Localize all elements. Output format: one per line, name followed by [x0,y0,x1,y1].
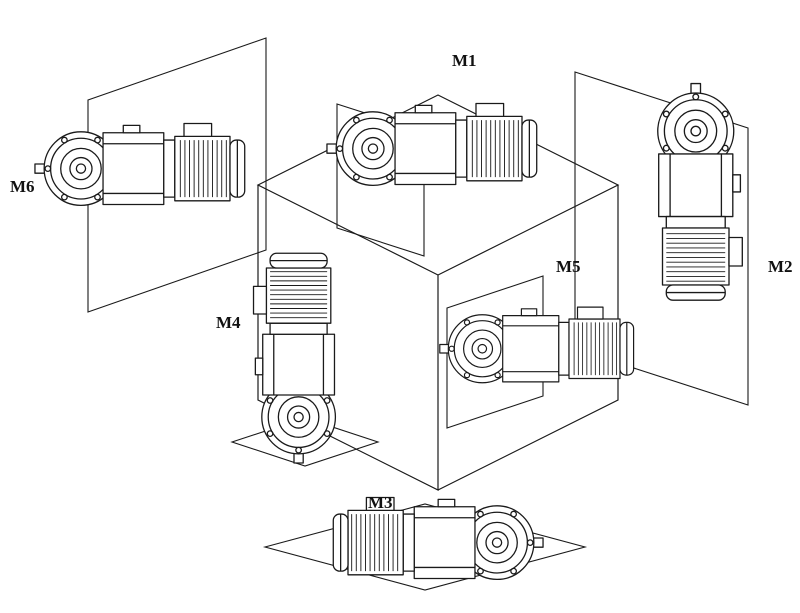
label-m1: M1 [452,51,477,70]
gearmotor-m5-drawing [439,306,635,384]
mounting-plane-m6 [87,37,267,313]
label-m3: M3 [368,493,393,512]
gearmotor-m2-drawing [657,82,743,301]
label-m5: M5 [556,257,581,276]
label-m4: M4 [216,313,241,332]
gearmotor-m1-drawing [326,102,538,187]
gearmotor-m4-drawing [252,252,337,464]
gearmotor-m6-drawing [34,122,246,207]
mounting-plane-m5 [446,275,544,429]
label-m6: M6 [10,177,35,196]
label-m2: M2 [768,257,793,276]
gearmotor-m3-drawing [332,496,544,581]
